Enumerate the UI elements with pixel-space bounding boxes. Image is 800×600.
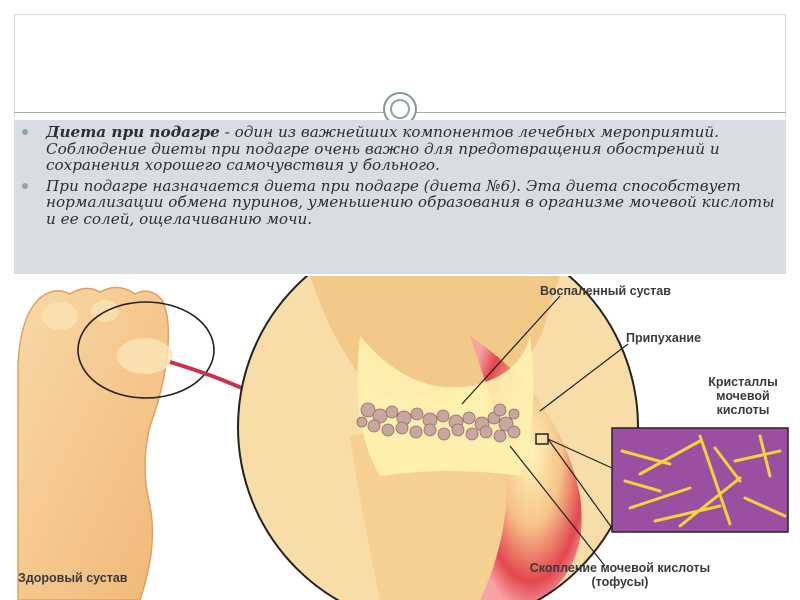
paragraph-1-text: - один из важнейших компонентов лечебных… [46,123,720,175]
label-tophi-2: (тофусы) [592,575,649,589]
gout-illustration: Воспаленный сустав Припухание Кристаллы … [17,276,789,600]
label-crystals-3: кислоты [717,403,770,417]
paragraph-2-text: При подагре назначается диета при подагр… [46,176,775,228]
label-inflamed-joint: Воспаленный сустав [540,284,671,298]
foot-drawing [17,286,173,600]
crystal-panel [547,427,789,533]
paragraph-1-lead: Диета при подагре [46,123,220,141]
label-crystals-1: Кристаллы [708,375,778,389]
bullet-icon [22,129,28,135]
bullet-icon [22,182,28,189]
paragraph-2: При подагре назначается диета при подагр… [22,176,776,228]
magnified-joint [237,276,639,600]
highlight-ellipse [77,301,215,399]
paragraph-1: Диета при подагре - один из важнейших ко… [22,123,776,175]
tophi-cluster [356,402,521,443]
label-swelling: Припухание [626,331,701,345]
label-tophi-1: Скопление мочевой кислоты [530,561,710,575]
text-box: Диета при подагре - один из важнейших ко… [14,120,786,274]
label-crystals-2: мочевой [716,389,769,403]
label-healthy-joint: Здоровый сустав [18,571,128,585]
slide-frame [14,14,786,116]
